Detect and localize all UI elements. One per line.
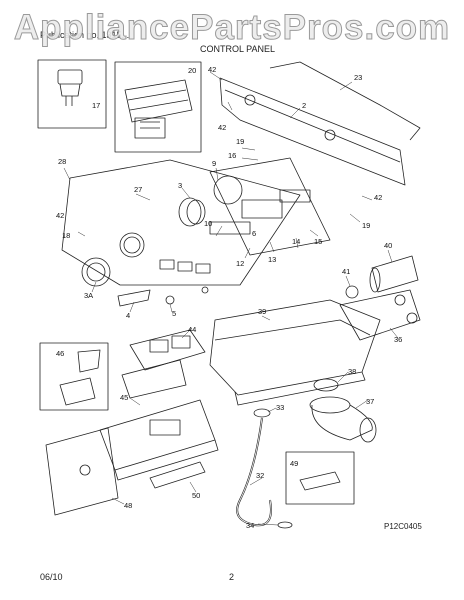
callout-46: 46 bbox=[56, 349, 64, 358]
callout-40: 40 bbox=[384, 241, 392, 250]
detergent-tray-drawing bbox=[121, 329, 206, 399]
callout-13: 13 bbox=[268, 255, 276, 264]
callout-44: 44 bbox=[188, 325, 196, 334]
hose-drawing bbox=[369, 255, 419, 293]
button-array-drawing bbox=[117, 289, 151, 307]
callout-18: 18 bbox=[62, 231, 70, 240]
dispenser-drawer-drawing bbox=[99, 399, 219, 481]
callout-32: 32 bbox=[256, 471, 264, 480]
o-ring-41-drawing bbox=[345, 285, 359, 299]
callout-42-a: 42 bbox=[208, 65, 216, 74]
callout-9: 9 bbox=[212, 159, 216, 168]
callout-42-b: 42 bbox=[218, 123, 226, 132]
callout-42-c: 42 bbox=[56, 211, 64, 220]
inset-box-49 bbox=[285, 451, 355, 505]
callout-33: 33 bbox=[276, 403, 284, 412]
console-panel-drawing bbox=[61, 159, 301, 294]
callout-2: 2 bbox=[302, 101, 306, 110]
callout-15: 15 bbox=[314, 237, 322, 246]
callout-4: 4 bbox=[126, 311, 130, 320]
drain-hose-drawing bbox=[236, 417, 272, 527]
callout-45: 45 bbox=[120, 393, 128, 402]
drawer-front-drawing bbox=[45, 427, 119, 516]
bellows-drawing bbox=[309, 396, 377, 443]
pressure-switch-drawing bbox=[57, 69, 83, 106]
leader-lines bbox=[63, 71, 399, 526]
callout-16: 16 bbox=[228, 151, 236, 160]
callout-6: 6 bbox=[252, 229, 256, 238]
drawing-code: P12C0405 bbox=[384, 522, 422, 531]
page-title: CONTROL PANEL bbox=[200, 44, 276, 54]
channel-50-drawing bbox=[149, 461, 206, 489]
callout-42-d: 42 bbox=[374, 193, 382, 202]
clamp-34-drawing bbox=[277, 521, 293, 529]
knob-ring-drawing bbox=[81, 257, 111, 287]
callout-14: 14 bbox=[292, 237, 300, 246]
callout-34: 34 bbox=[246, 521, 254, 530]
callout-3a: 3A bbox=[84, 291, 93, 300]
light-pipe-drawing bbox=[299, 471, 341, 491]
inset-box-20 bbox=[114, 61, 202, 153]
inset-box-17 bbox=[37, 59, 107, 129]
callout-10: 10 bbox=[204, 219, 212, 228]
clamp-33-drawing bbox=[253, 408, 271, 418]
callout-23: 23 bbox=[354, 73, 362, 82]
rear-panel-drawing bbox=[219, 61, 421, 186]
display-board-drawing bbox=[209, 157, 331, 256]
callout-12: 12 bbox=[236, 259, 244, 268]
callout-17: 17 bbox=[92, 101, 100, 110]
callout-28: 28 bbox=[58, 157, 66, 166]
callout-3: 3 bbox=[178, 181, 182, 190]
callout-labels: 17 20 42 23 42 2 19 16 9 28 27 3 42 18 1… bbox=[56, 65, 402, 530]
callout-20: 20 bbox=[188, 66, 196, 75]
callout-48: 48 bbox=[124, 501, 132, 510]
callout-39: 39 bbox=[258, 307, 266, 316]
callout-49: 49 bbox=[290, 459, 298, 468]
inset-box-46 bbox=[39, 342, 109, 411]
dispenser-housing-drawing bbox=[209, 299, 381, 406]
callout-37: 37 bbox=[366, 397, 374, 406]
o-ring-38-drawing bbox=[313, 378, 339, 392]
control-board-drawing bbox=[124, 79, 193, 139]
callout-5: 5 bbox=[172, 309, 176, 318]
publication-header: Publication no. 1315... bbox=[40, 30, 130, 40]
callout-38: 38 bbox=[348, 367, 356, 376]
water-manifold-drawing bbox=[339, 289, 421, 341]
footer-date: 06/10 bbox=[40, 572, 63, 582]
callout-27: 27 bbox=[134, 185, 142, 194]
callout-41: 41 bbox=[342, 267, 350, 276]
callout-19-a: 19 bbox=[236, 137, 244, 146]
siphon-cap-drawing bbox=[59, 377, 96, 406]
button-5-drawing bbox=[165, 295, 175, 305]
knob-drawing bbox=[178, 197, 206, 227]
callout-36: 36 bbox=[394, 335, 402, 344]
footer-page-number: 2 bbox=[229, 572, 235, 582]
callout-50: 50 bbox=[192, 491, 200, 500]
callout-19-b: 19 bbox=[362, 221, 370, 230]
